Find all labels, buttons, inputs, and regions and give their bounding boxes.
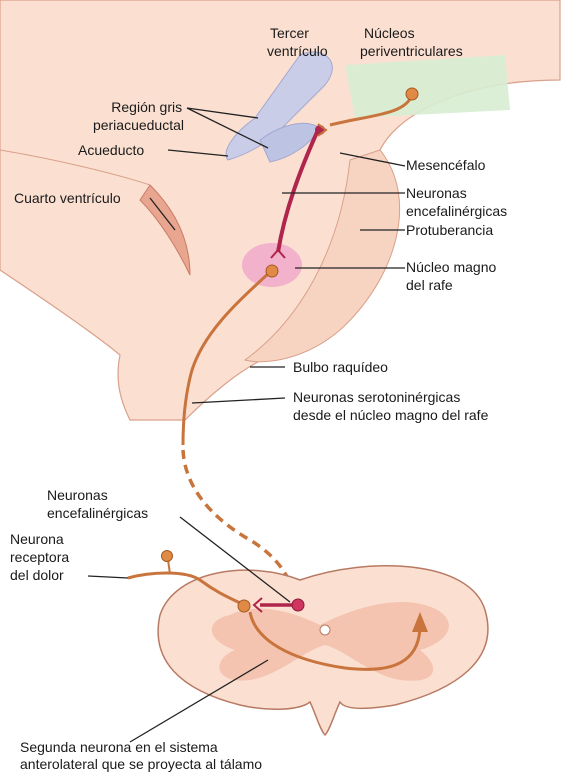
- label-acueducto: Acueducto: [78, 142, 144, 158]
- label-nucleo-magno: Núcleo magno del rafe: [406, 259, 500, 293]
- periventricular-soma: [406, 88, 418, 100]
- label-segunda-neurona: Segunda neurona en el sistema anterolate…: [20, 739, 262, 772]
- enkephalin-soma-spinal: [292, 599, 304, 611]
- central-canal: [320, 625, 330, 635]
- label-mesencefalo: Mesencéfalo: [406, 157, 486, 173]
- pain-receptor-terminal: [238, 600, 250, 612]
- periventricular-nuclei-area: [345, 55, 510, 118]
- pain-receptor-soma: [162, 551, 173, 562]
- label-neuronas-encefalinergicas-bottom: Neuronas encefalinérgicas: [47, 487, 148, 521]
- spinal-cord: [158, 566, 488, 735]
- label-protuberancia: Protuberancia: [406, 222, 493, 238]
- label-cuarto-ventriculo: Cuarto ventrículo: [14, 190, 121, 206]
- label-neuronas-serotoninergicas: Neuronas serotoninérgicas desde el núcle…: [293, 389, 489, 423]
- label-neuronas-encefalinergicas-top: Neuronas encefalinérgicas: [406, 185, 507, 219]
- label-bulbo: Bulbo raquídeo: [293, 359, 388, 375]
- serotonergic-soma: [266, 265, 278, 277]
- label-neurona-receptora: Neurona receptora del dolor: [10, 531, 73, 583]
